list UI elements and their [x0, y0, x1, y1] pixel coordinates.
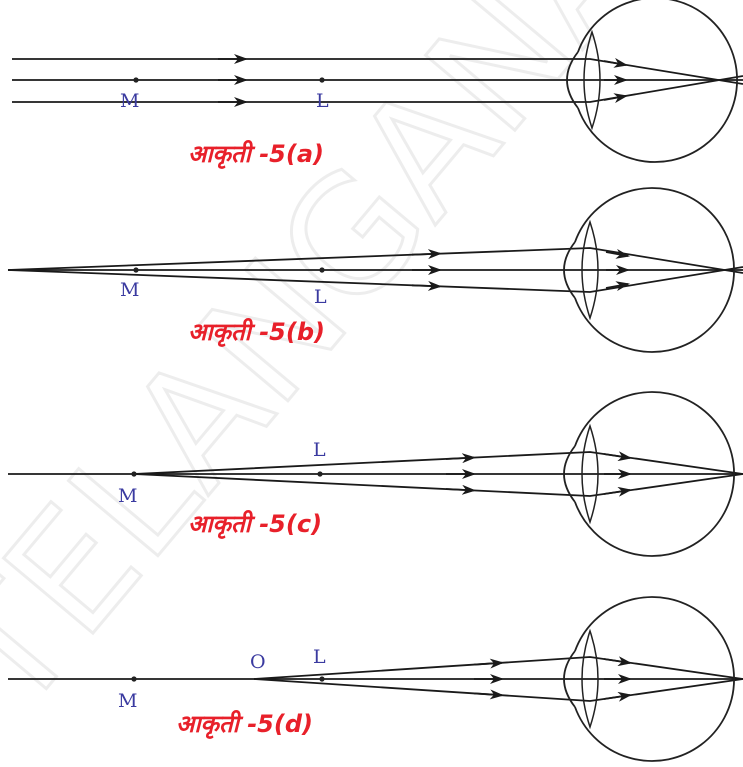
- label-l-a: L: [316, 90, 329, 112]
- ray-d-top: [254, 657, 743, 679]
- arrow-a-6: [604, 96, 626, 100]
- point-m-a: [133, 77, 138, 82]
- label-m-b: M: [120, 279, 139, 301]
- point-m-b: [133, 267, 138, 272]
- arrow-b-1: [412, 254, 440, 255]
- caption-b: आकृती -5(b): [188, 318, 325, 347]
- label-l-d: L: [313, 646, 326, 668]
- caption-c: आकृती -5(c): [188, 510, 322, 539]
- label-l-c: L: [313, 439, 326, 461]
- point-l-d: [319, 676, 324, 681]
- ray-d-bottom: [254, 679, 743, 701]
- caption-a: आकृती -5(a): [188, 140, 324, 169]
- arrow-d-4: [604, 659, 630, 663]
- caption-d: आकृती -5(d): [176, 710, 313, 739]
- point-m-d: [131, 676, 136, 681]
- point-l-b: [319, 267, 324, 272]
- label-m-a: M: [120, 90, 139, 112]
- label-o-d: O: [250, 651, 266, 673]
- arrow-c-3: [446, 489, 474, 490]
- arrow-c-1: [446, 458, 474, 459]
- label-m-d: M: [118, 690, 137, 712]
- arrow-c-4: [604, 454, 630, 458]
- arrow-d-3: [474, 693, 502, 695]
- point-m-c: [131, 471, 136, 476]
- label-m-c: M: [118, 485, 137, 507]
- label-l-b: L: [314, 286, 327, 308]
- arrow-d-1: [474, 663, 502, 665]
- arrow-d-6: [604, 695, 630, 699]
- point-l-a: [319, 77, 324, 82]
- point-l-c: [317, 471, 322, 476]
- arrow-b-3: [412, 285, 440, 286]
- arrow-c-6: [604, 490, 630, 494]
